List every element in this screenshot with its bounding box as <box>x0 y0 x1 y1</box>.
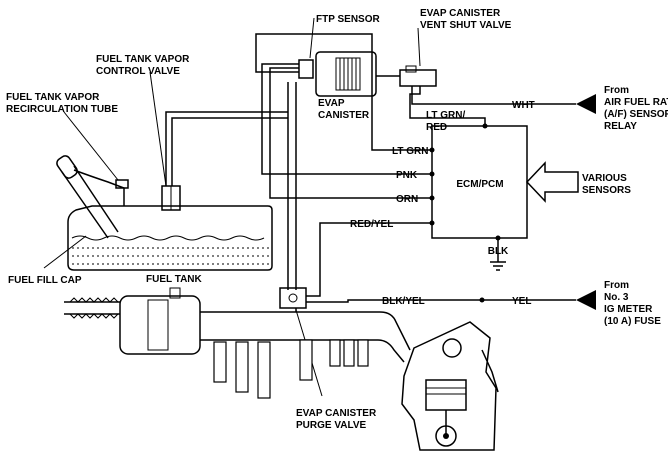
vapor-ctrl-label-1: FUEL TANK VAPOR <box>96 54 190 65</box>
wire-wht <box>411 86 576 105</box>
purge-valve-label-1: EVAP CANISTER <box>296 408 377 419</box>
wire-splice <box>479 297 485 303</box>
from-af-arrow <box>576 94 596 114</box>
evap-canister <box>315 51 377 97</box>
various-sensors-label-1: VARIOUS <box>582 173 627 184</box>
wire-label-blk-yel: BLK/YEL <box>382 296 425 307</box>
recirculation-tube <box>73 169 125 206</box>
wire-blk-yel <box>306 299 576 303</box>
wire-orn <box>269 67 432 199</box>
purge-valve <box>279 287 307 309</box>
recirc-label-2: RECIRCULATION TUBE <box>6 104 118 115</box>
intake-duct <box>200 311 411 363</box>
vapor-ctrl-label-2: CONTROL VALVE <box>96 66 180 77</box>
from-af-label-2: AIR FUEL RATIO <box>604 97 668 108</box>
vent-shut-valve <box>399 69 437 87</box>
air-cleaner <box>119 295 201 355</box>
purge-valve-label-2: PURGE VALVE <box>296 420 367 431</box>
wire-lt-grn-red <box>409 86 486 126</box>
fuel-tank-label: FUEL TANK <box>146 274 203 285</box>
evap-canister-label-2: CANISTER <box>318 110 370 121</box>
wire-red-yel <box>306 222 432 297</box>
camshaft <box>442 338 462 358</box>
wire-label-pnk: PNK <box>396 170 418 181</box>
from-af-label-4: RELAY <box>604 121 637 132</box>
piston <box>425 379 467 411</box>
wire-lt-grn <box>255 33 432 151</box>
wire-label-red-yel: RED/YEL <box>350 219 393 230</box>
wire-label-lt-grn-red-2: RED <box>426 122 447 133</box>
from-af-label-1: From <box>604 85 629 96</box>
from-ig-label-1: From <box>604 280 629 291</box>
engine <box>401 321 497 451</box>
crankshaft <box>435 425 457 447</box>
from-ig-label-4: (10 A) FUSE <box>604 316 661 327</box>
fuel-fill-cap-label: FUEL FILL CAP <box>8 275 82 286</box>
wire-label-blk: BLK <box>488 246 509 257</box>
vapor-control-tube <box>165 111 288 186</box>
purge-vapor-tube <box>287 118 297 290</box>
recirc-label-1: FUEL TANK VAPOR <box>6 92 100 103</box>
wire-pnk <box>261 63 432 175</box>
various-sensors-label-2: SENSORS <box>582 185 631 196</box>
from-ig-label-2: No. 3 <box>604 292 629 303</box>
wire-label-lt-grn-red-1: LT GRN/ <box>426 110 465 121</box>
filler-neck <box>61 165 119 239</box>
ftp-sensor-label: FTP SENSOR <box>316 14 380 25</box>
vent-valve-label-2: VENT SHUT VALVE <box>420 20 512 31</box>
wire-label-orn: ORN <box>396 194 418 205</box>
from-af-label-3: (A/F) SENSOR <box>604 109 668 120</box>
fuel-tank <box>67 205 273 271</box>
from-ig-arrow <box>576 290 596 310</box>
evap-canister-label-1: EVAP <box>318 98 345 109</box>
fuel-fill-cap <box>56 155 78 179</box>
from-ig-label-3: IG METER <box>604 304 653 315</box>
wire-label-yel: YEL <box>512 296 531 307</box>
ecm-pcm-label: ECM/PCM <box>456 179 503 190</box>
wire-label-wht: WHT <box>512 100 535 111</box>
vent-valve-label-1: EVAP CANISTER <box>420 8 501 19</box>
wire-label-lt-grn: LT GRN <box>392 146 428 157</box>
ftp-sensor <box>298 59 314 79</box>
various-sensors-arrow <box>525 161 579 203</box>
